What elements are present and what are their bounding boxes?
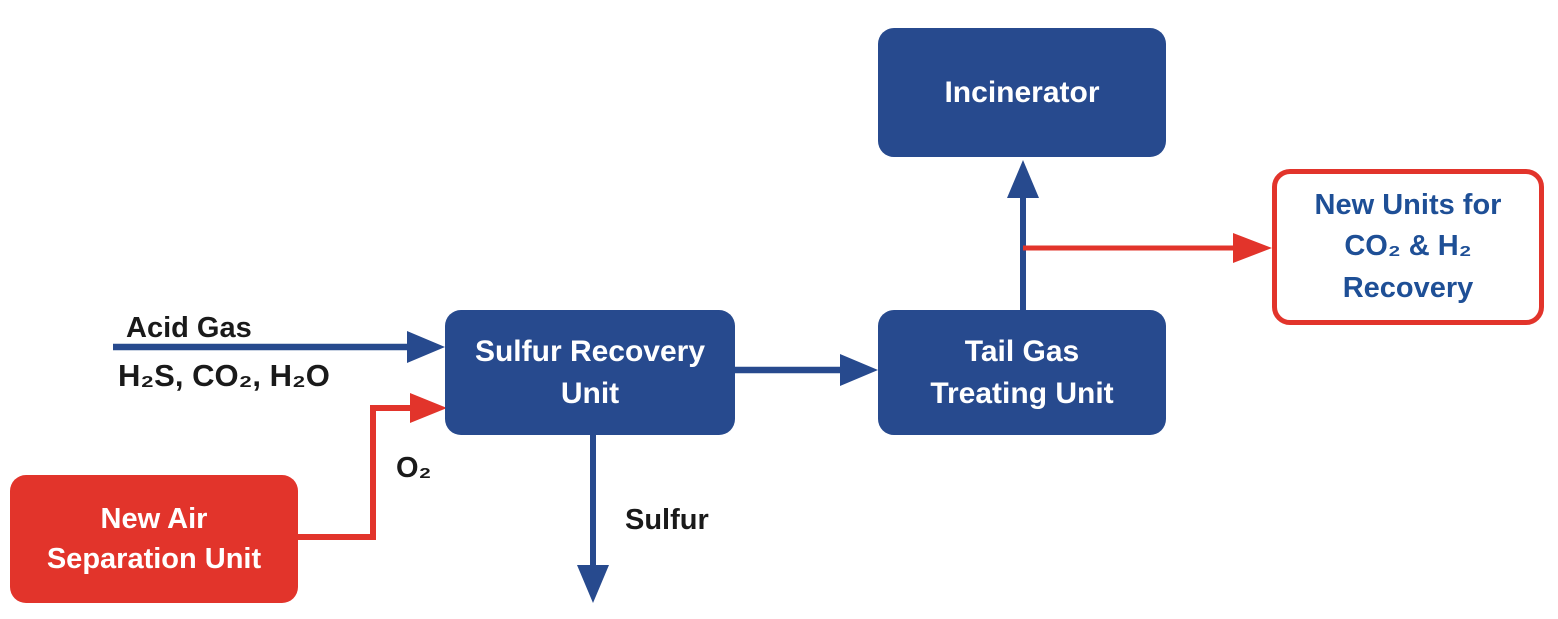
tgtu-to-incinerator-arrow	[1007, 160, 1039, 310]
tail-gas-treating-unit-box: Tail Gas Treating Unit	[878, 310, 1166, 435]
oxygen-label: O₂	[396, 452, 432, 484]
new-air-separation-unit-box: New Air Separation Unit	[10, 475, 298, 603]
sulfur-label: Sulfur	[625, 504, 709, 536]
new-units-co2-h2-recovery-box: New Units for CO₂ & H₂ Recovery	[1272, 169, 1544, 325]
acid-gas-label: Acid Gas	[126, 312, 252, 344]
sulfur-arrow	[577, 435, 609, 603]
sulfur-recovery-unit-box: Sulfur Recovery Unit	[445, 310, 735, 435]
tgtu-to-new-units-arrow	[1023, 233, 1272, 263]
oxygen-arrow	[297, 393, 447, 540]
acid-gas-arrow	[113, 331, 445, 363]
acid-gas-components-label: H₂S, CO₂, H₂O	[118, 358, 330, 393]
incinerator-box: Incinerator	[878, 28, 1166, 157]
sru-to-tgtu-arrow	[735, 354, 878, 386]
